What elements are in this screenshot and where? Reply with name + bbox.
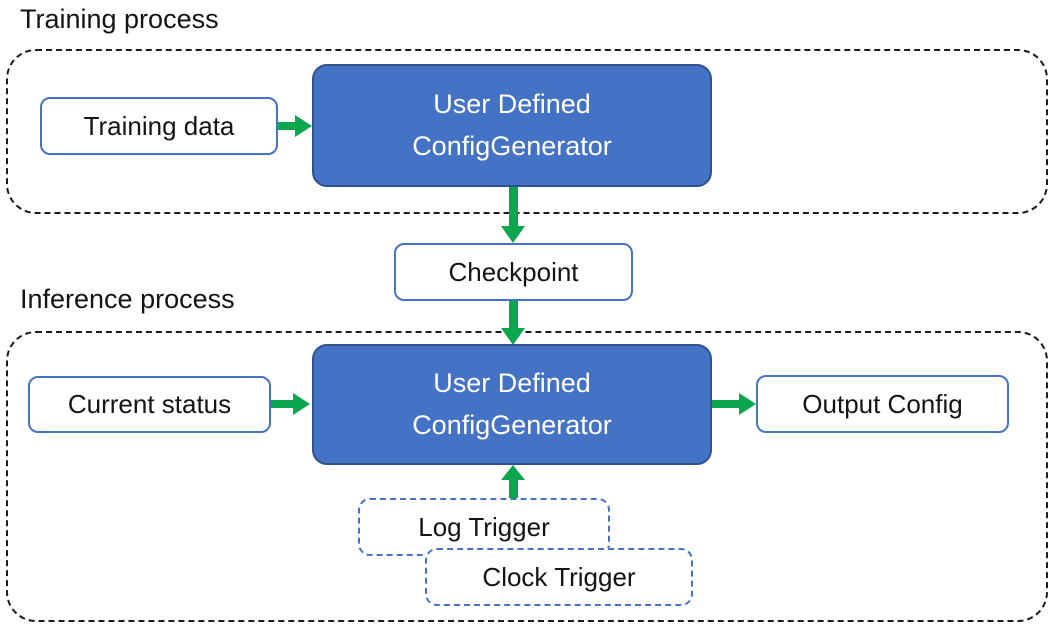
arrow-log-trigger-to-generator (501, 465, 525, 498)
arrow-stem (271, 400, 293, 408)
inference-process-container (6, 331, 1048, 622)
arrow-stem (508, 301, 518, 328)
arrow-training-data-to-generator (278, 115, 312, 137)
generator-label-line1: User Defined (433, 367, 591, 398)
arrow-head-down-icon (501, 226, 525, 243)
arrow-stem (712, 400, 739, 408)
arrow-head-right-icon (295, 115, 312, 137)
clock-trigger-node: Clock Trigger (425, 548, 693, 606)
output-config-node: Output Config (756, 375, 1009, 433)
arrow-generator-to-output-config (712, 393, 756, 415)
arrow-head-up-icon (501, 465, 525, 480)
arrow-head-down-icon (501, 328, 525, 345)
arrow-stem (508, 480, 518, 498)
generator-label-line2: ConfigGenerator (412, 130, 612, 161)
training-process-container (6, 49, 1048, 214)
arrow-stem (508, 187, 518, 226)
log-trigger-node: Log Trigger (358, 498, 610, 556)
inference-config-generator-node: User Defined ConfigGenerator (312, 344, 712, 465)
training-config-generator-node: User Defined ConfigGenerator (312, 64, 712, 187)
arrow-stem (278, 122, 295, 130)
arrow-current-status-to-generator (271, 393, 310, 415)
generator-label-line2: ConfigGenerator (412, 409, 612, 440)
training-process-title: Training process (20, 4, 219, 34)
arrow-head-right-icon (739, 393, 756, 415)
arrow-checkpoint-to-inference-generator (501, 301, 525, 345)
arrow-head-right-icon (293, 393, 310, 415)
arrow-generator-to-checkpoint (501, 187, 525, 243)
inference-process-title: Inference process (20, 284, 235, 314)
generator-label-line1: User Defined (433, 88, 591, 119)
current-status-node: Current status (28, 376, 271, 433)
checkpoint-node: Checkpoint (394, 243, 633, 301)
training-data-node: Training data (40, 97, 278, 155)
